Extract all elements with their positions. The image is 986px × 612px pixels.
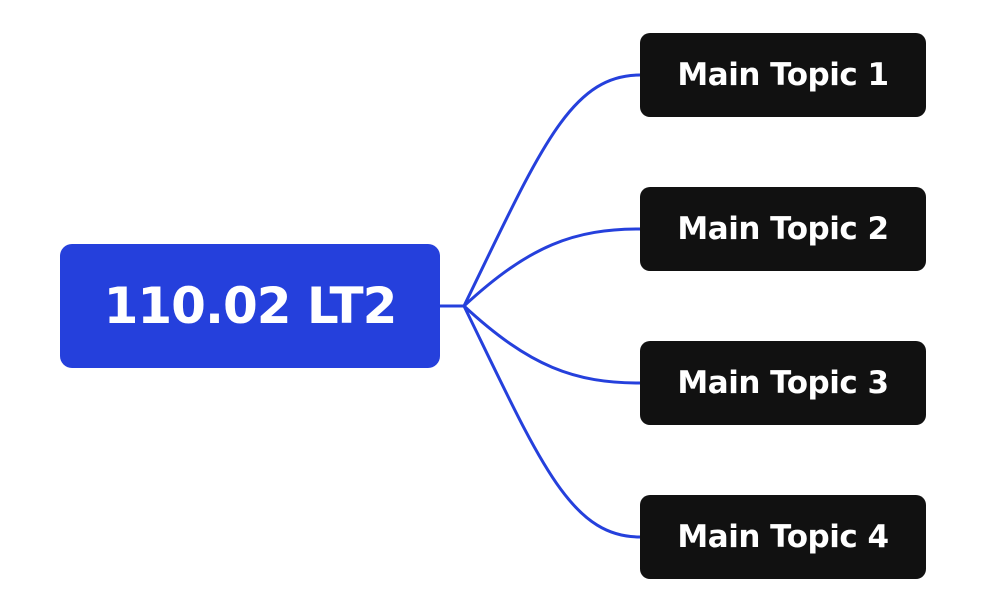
main-topic-label-4: Main Topic 4 <box>677 519 889 555</box>
main-topic-node-2[interactable]: Main Topic 2 <box>640 187 926 271</box>
main-topic-node-3[interactable]: Main Topic 3 <box>640 341 926 425</box>
connector-main-topic-3 <box>462 304 642 385</box>
main-topic-node-1[interactable]: Main Topic 1 <box>640 33 926 117</box>
main-topic-label-1: Main Topic 1 <box>677 57 889 93</box>
main-topic-node-4[interactable]: Main Topic 4 <box>640 495 926 579</box>
central-topic-label: 110.02 LT2 <box>103 277 398 335</box>
main-topic-label-3: Main Topic 3 <box>677 365 889 401</box>
connector-main-topic-1 <box>438 73 642 308</box>
main-topic-label-2: Main Topic 2 <box>677 211 889 247</box>
connector-main-topic-4 <box>462 304 642 539</box>
central-topic-node[interactable]: 110.02 LT2 <box>60 244 440 368</box>
connector-main-topic-2 <box>462 227 642 308</box>
